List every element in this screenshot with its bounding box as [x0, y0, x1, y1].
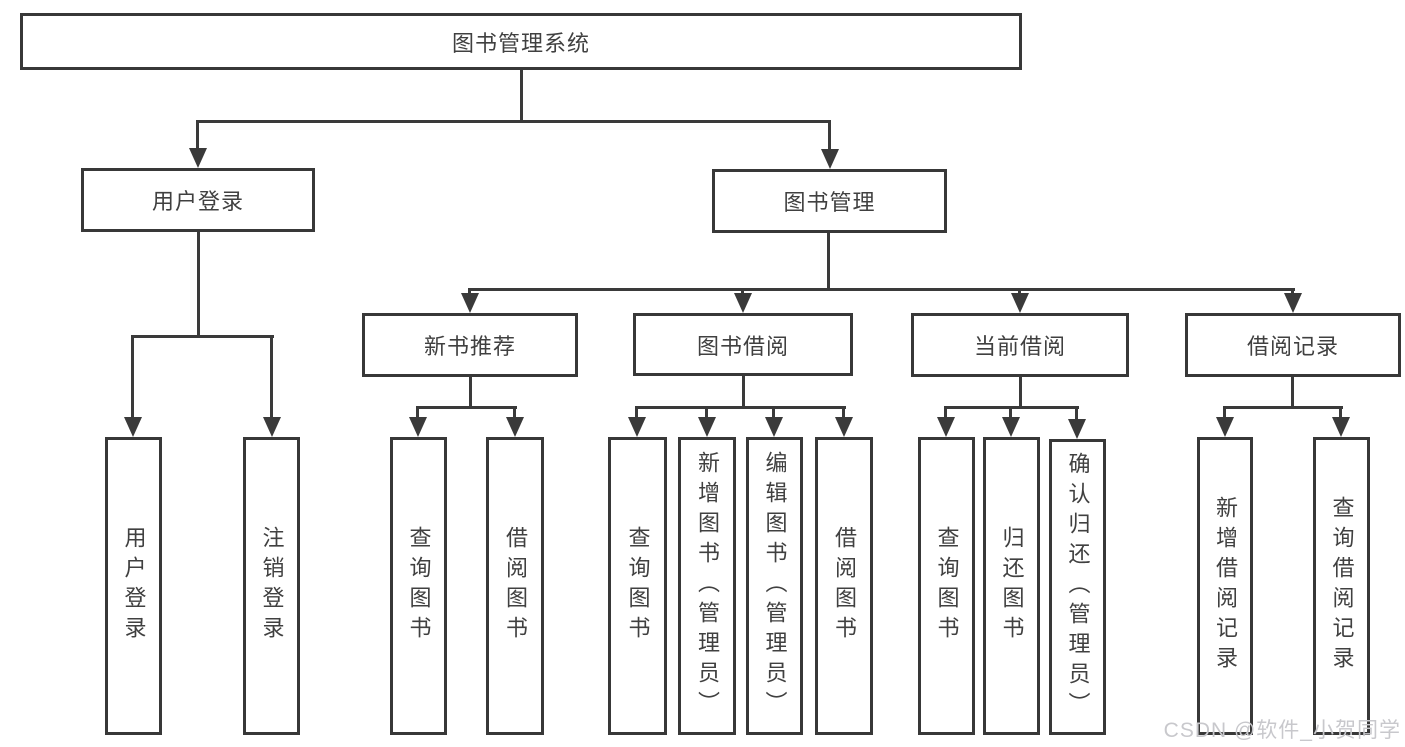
leaf-query-borrow-record-label: 查询借阅记录 — [1329, 496, 1355, 676]
leaf-add-book-admin: 新增图书（管理员） — [678, 437, 736, 735]
leaf-user-login: 用户登录 — [105, 437, 162, 735]
arrow-borrow-child-4 — [835, 406, 853, 437]
node-root-label: 图书管理系统 — [451, 30, 590, 56]
connector-borrow-trunk — [742, 376, 745, 408]
connector-recommend-split — [417, 406, 517, 409]
leaf-recommend-query-book-label: 查询图书 — [406, 526, 432, 646]
leaf-confirm-return-admin: 确认归还（管理员） — [1049, 439, 1106, 735]
leaf-borrow-query-book: 查询图书 — [608, 437, 667, 735]
connector-recommend-trunk — [469, 377, 472, 408]
leaf-borrow-book-label: 借阅图书 — [832, 526, 857, 646]
connector-login-trunk — [197, 232, 200, 336]
node-root-system: 图书管理系统 — [20, 13, 1022, 70]
arrow-borrow-child-1 — [628, 406, 646, 437]
connector-current-trunk — [1019, 377, 1022, 408]
leaf-borrow-query-book-label: 查询图书 — [625, 526, 651, 646]
node-new-book-recommend: 新书推荐 — [362, 313, 578, 377]
leaf-confirm-return-admin-label: 确认归还（管理员） — [1065, 452, 1091, 722]
arrow-record-child-2 — [1332, 406, 1350, 437]
node-book-borrow-label: 图书借阅 — [696, 333, 789, 359]
arrow-recommend-child-1 — [409, 406, 427, 437]
connector-manage-split — [469, 288, 1295, 291]
arrow-to-book-manage — [821, 120, 839, 169]
leaf-borrow-book: 借阅图书 — [815, 437, 873, 735]
leaf-edit-book-admin-label: 编辑图书（管理员） — [762, 451, 788, 721]
arrow-recommend-child-2 — [506, 406, 524, 437]
leaf-user-login-label: 用户登录 — [121, 526, 147, 646]
leaf-logout-label: 注销登录 — [259, 526, 285, 646]
arrow-to-leaf-logout — [263, 335, 281, 437]
node-user-login: 用户登录 — [81, 168, 315, 232]
leaf-add-borrow-record-label: 新增借阅记录 — [1213, 496, 1238, 676]
arrow-to-user-login — [189, 120, 207, 168]
arrow-current-child-3 — [1068, 406, 1086, 439]
leaf-query-borrow-record: 查询借阅记录 — [1313, 437, 1370, 735]
node-current-borrow-label: 当前借阅 — [973, 334, 1066, 359]
leaf-logout: 注销登录 — [243, 437, 300, 735]
arrow-to-record — [1284, 288, 1302, 313]
node-user-login-label: 用户登录 — [151, 189, 244, 214]
connector-login-split — [132, 335, 274, 338]
connector-manage-trunk — [827, 233, 830, 290]
node-current-borrow: 当前借阅 — [911, 313, 1129, 377]
node-book-manage: 图书管理 — [712, 169, 947, 233]
node-book-borrow: 图书借阅 — [633, 313, 853, 376]
leaf-recommend-borrow-book-label: 借阅图书 — [503, 526, 528, 646]
arrow-current-child-2 — [1002, 406, 1020, 437]
leaf-add-book-admin-label: 新增图书（管理员） — [695, 451, 720, 721]
leaf-add-borrow-record: 新增借阅记录 — [1197, 437, 1253, 735]
leaf-current-query-book-label: 查询图书 — [934, 526, 960, 646]
leaf-current-query-book: 查询图书 — [918, 437, 975, 735]
arrow-current-child-1 — [937, 406, 955, 437]
connector-root-trunk — [520, 70, 523, 121]
node-borrow-record-label: 借阅记录 — [1246, 334, 1339, 359]
arrow-to-recommend — [461, 288, 479, 313]
arrow-to-leaf-user-login — [124, 335, 142, 437]
connector-record-trunk — [1291, 377, 1294, 408]
node-book-manage-label: 图书管理 — [783, 190, 876, 215]
leaf-return-book-label: 归还图书 — [999, 526, 1025, 646]
connector-record-split — [1224, 406, 1343, 409]
connector-current-split — [945, 406, 1079, 409]
connector-borrow-split — [636, 406, 846, 409]
csdn-watermark: CSDN @软件_小贺同学 — [1163, 719, 1401, 742]
leaf-recommend-borrow-book: 借阅图书 — [486, 437, 544, 735]
connector-root-split — [197, 120, 831, 123]
node-borrow-record: 借阅记录 — [1185, 313, 1401, 377]
leaf-edit-book-admin: 编辑图书（管理员） — [746, 437, 803, 735]
leaf-return-book: 归还图书 — [983, 437, 1040, 735]
arrow-to-borrow — [734, 288, 752, 313]
arrow-to-current — [1011, 288, 1029, 313]
node-new-book-recommend-label: 新书推荐 — [423, 334, 516, 359]
arrow-record-child-1 — [1216, 406, 1234, 437]
arrow-borrow-child-2 — [698, 406, 716, 437]
leaf-recommend-query-book: 查询图书 — [390, 437, 447, 735]
arrow-borrow-child-3 — [765, 406, 783, 437]
